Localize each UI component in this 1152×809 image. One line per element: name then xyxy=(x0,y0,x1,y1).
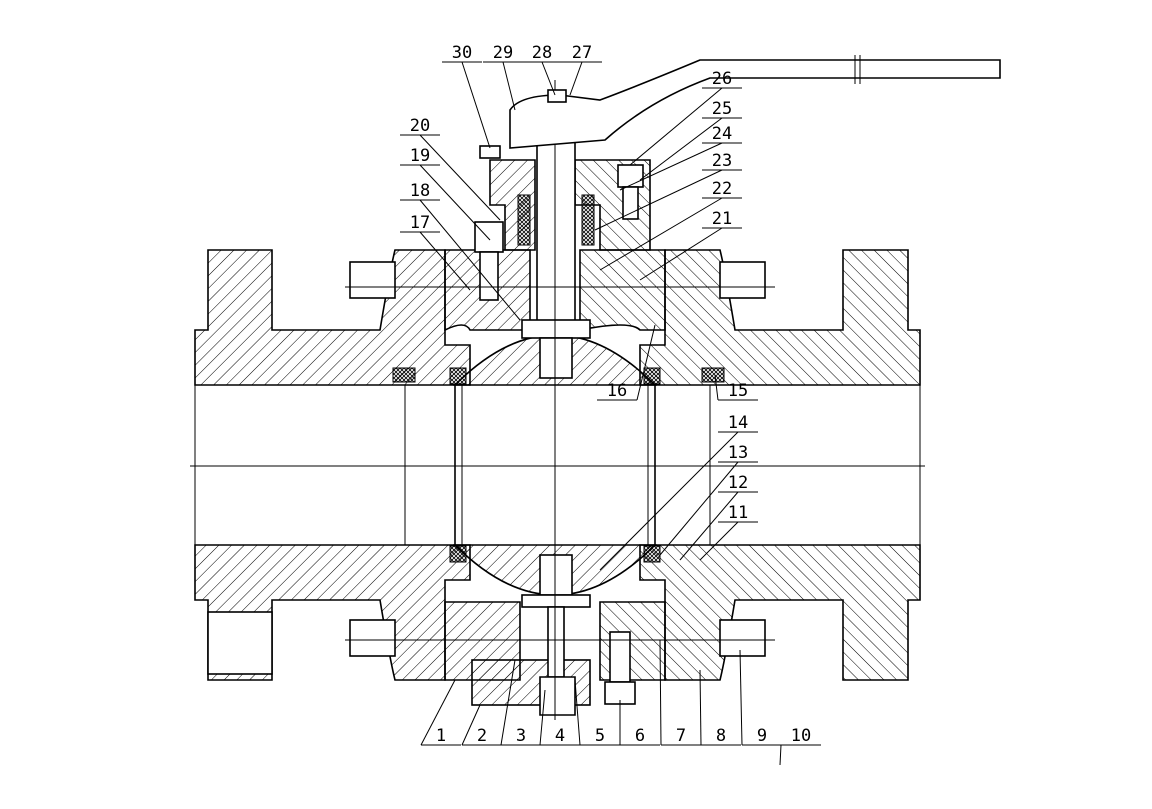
part-number: 19 xyxy=(410,146,430,166)
part-label-3: 3 xyxy=(500,659,541,746)
part-number: 21 xyxy=(712,209,732,229)
part-number: 11 xyxy=(728,503,748,523)
part-number: 17 xyxy=(410,213,430,233)
part-label-18: 18 xyxy=(400,181,521,321)
gland xyxy=(489,159,651,251)
part-number: 6 xyxy=(635,726,645,746)
part-label-24: 24 xyxy=(619,124,742,191)
part-number: 7 xyxy=(676,726,686,746)
part-label-15: 15 xyxy=(714,374,758,401)
part-number: 24 xyxy=(712,124,732,144)
part-number: 13 xyxy=(728,443,748,463)
part-label-11: 11 xyxy=(699,503,758,561)
part-label-8: 8 xyxy=(699,669,741,746)
handle xyxy=(479,55,1001,159)
part-number: 1 xyxy=(436,726,446,746)
part-label-4: 4 xyxy=(539,689,580,746)
part-label-27: 27 xyxy=(562,43,602,96)
part-label-25: 25 xyxy=(639,99,742,181)
part-number: 28 xyxy=(532,43,552,63)
part-label-30: 30 xyxy=(442,43,491,149)
part-number: 25 xyxy=(712,99,732,119)
part-number: 26 xyxy=(712,69,732,89)
bolts xyxy=(207,164,775,705)
part-label-14: 14 xyxy=(599,413,758,571)
part-number: 29 xyxy=(493,43,513,63)
part-number: 20 xyxy=(410,116,430,136)
part-number: 15 xyxy=(728,381,748,401)
part-number: 18 xyxy=(410,181,430,201)
part-number: 23 xyxy=(712,151,732,171)
part-label-22: 22 xyxy=(599,179,742,271)
part-label-26: 26 xyxy=(629,69,742,166)
part-label-10: 10 xyxy=(779,726,821,766)
part-label-29: 29 xyxy=(483,43,523,111)
part-number: 27 xyxy=(572,43,592,63)
part-label-19: 19 xyxy=(400,146,491,241)
part-number: 10 xyxy=(791,726,811,746)
part-label-13: 13 xyxy=(659,443,758,556)
part-number: 4 xyxy=(555,726,565,746)
part-label-20: 20 xyxy=(400,116,501,221)
part-label-12: 12 xyxy=(679,473,758,561)
part-label-2: 2 xyxy=(461,704,502,746)
seats xyxy=(392,367,725,563)
part-label-6: 6 xyxy=(619,700,660,746)
part-number: 16 xyxy=(607,381,627,401)
part-label-21: 21 xyxy=(639,209,742,281)
part-label-28: 28 xyxy=(522,43,562,96)
part-label-5: 5 xyxy=(574,679,620,746)
part-label-1: 1 xyxy=(420,679,461,746)
part-label-7: 7 xyxy=(659,639,701,746)
bore xyxy=(190,384,925,546)
part-number: 30 xyxy=(452,43,472,63)
part-number: 8 xyxy=(716,726,726,746)
part-number: 9 xyxy=(757,726,767,746)
part-label-23: 23 xyxy=(594,151,742,231)
part-label-16: 16 xyxy=(597,324,656,401)
part-number: 5 xyxy=(595,726,605,746)
part-number: 3 xyxy=(516,726,526,746)
part-number: 22 xyxy=(712,179,732,199)
right-end-cap xyxy=(639,249,921,681)
part-label-17: 17 xyxy=(400,213,471,291)
part-label-9: 9 xyxy=(739,649,782,746)
part-number: 2 xyxy=(477,726,487,746)
part-number: 12 xyxy=(728,473,748,493)
part-number: 14 xyxy=(728,413,748,433)
